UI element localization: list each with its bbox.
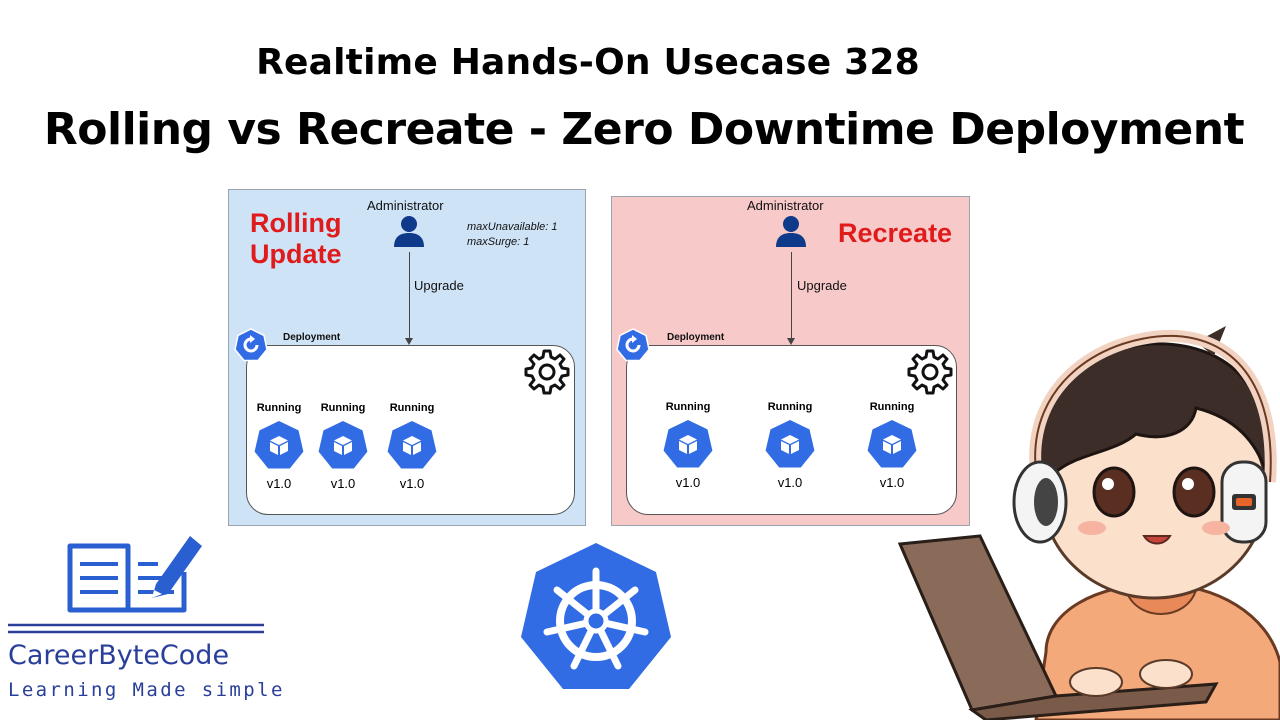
pod-cube-icon	[387, 421, 437, 469]
subtitle: Realtime Hands-On Usecase 328	[256, 42, 920, 83]
user-icon	[776, 216, 806, 247]
rolling-pod-3: Running v1.0	[382, 402, 442, 491]
rolling-update-panel: Rolling Update Administrator maxUnavaila…	[228, 189, 586, 526]
rolling-pod-2: Running v1.0	[313, 402, 373, 491]
pod-cube-icon	[867, 420, 917, 468]
brand-name: CareerByteCode	[8, 640, 230, 671]
pod-state: Running	[320, 402, 366, 414]
pod-state: Running	[767, 401, 813, 413]
pod-version: v1.0	[330, 476, 356, 491]
pod-version: v1.0	[675, 475, 701, 490]
recreate-panel: Administrator Recreate Upgrade Deploymen…	[611, 196, 970, 526]
deployment-rotate-icon	[234, 328, 268, 362]
pod-version: v1.0	[399, 476, 425, 491]
max-unavailable-text: maxUnavailable: 1	[467, 221, 558, 233]
kubernetes-wheel-icon	[521, 543, 671, 689]
upgrade-arrow-line	[409, 252, 410, 338]
open-book-pencil-icon	[67, 536, 202, 613]
pod-cube-icon	[663, 420, 713, 468]
upgrade-arrow-line	[791, 252, 792, 338]
rolling-strategy-note: maxUnavailable: 1 maxSurge: 1	[467, 220, 558, 250]
pod-cube-icon	[765, 420, 815, 468]
pod-version: v1.0	[777, 475, 803, 490]
user-icon	[394, 216, 424, 247]
pod-state: Running	[389, 402, 435, 414]
upgrade-arrow-head	[405, 338, 413, 345]
recreate-heading: Recreate	[838, 218, 953, 248]
rolling-update-heading: Rolling Update	[250, 208, 342, 270]
pod-cube-icon	[254, 421, 304, 469]
pod-cube-icon	[318, 421, 368, 469]
rolling-deployment-label: Deployment	[283, 332, 341, 343]
brand-tagline: Learning Made simple	[8, 679, 285, 701]
rolling-upgrade-label: Upgrade	[414, 278, 464, 293]
rolling-heading-line2: Update	[250, 239, 342, 269]
recreate-pod-3: Running v1.0	[862, 401, 922, 490]
rolling-heading-line1: Rolling	[250, 208, 342, 238]
page-title: Rolling vs Recreate - Zero Downtime Depl…	[43, 104, 1245, 155]
gear-icon	[907, 349, 953, 395]
character-with-laptop-illustration	[897, 326, 1280, 720]
recreate-pod-2: Running v1.0	[760, 401, 820, 490]
pod-state: Running	[665, 401, 711, 413]
upgrade-arrow-head	[787, 338, 795, 345]
pod-state: Running	[256, 402, 302, 414]
pod-version: v1.0	[879, 475, 905, 490]
pod-version: v1.0	[266, 476, 292, 491]
pod-state: Running	[869, 401, 915, 413]
rolling-pod-1: Running v1.0	[249, 402, 309, 491]
recreate-deployment-label: Deployment	[667, 332, 725, 343]
recreate-pod-1: Running v1.0	[658, 401, 718, 490]
recreate-admin-label: Administrator	[747, 198, 824, 213]
rolling-admin-label: Administrator	[367, 198, 444, 213]
gear-icon	[524, 349, 570, 395]
max-surge-text: maxSurge: 1	[467, 236, 530, 248]
recreate-upgrade-label: Upgrade	[797, 278, 847, 293]
deployment-rotate-icon	[616, 328, 650, 362]
brand-divider	[8, 623, 264, 634]
